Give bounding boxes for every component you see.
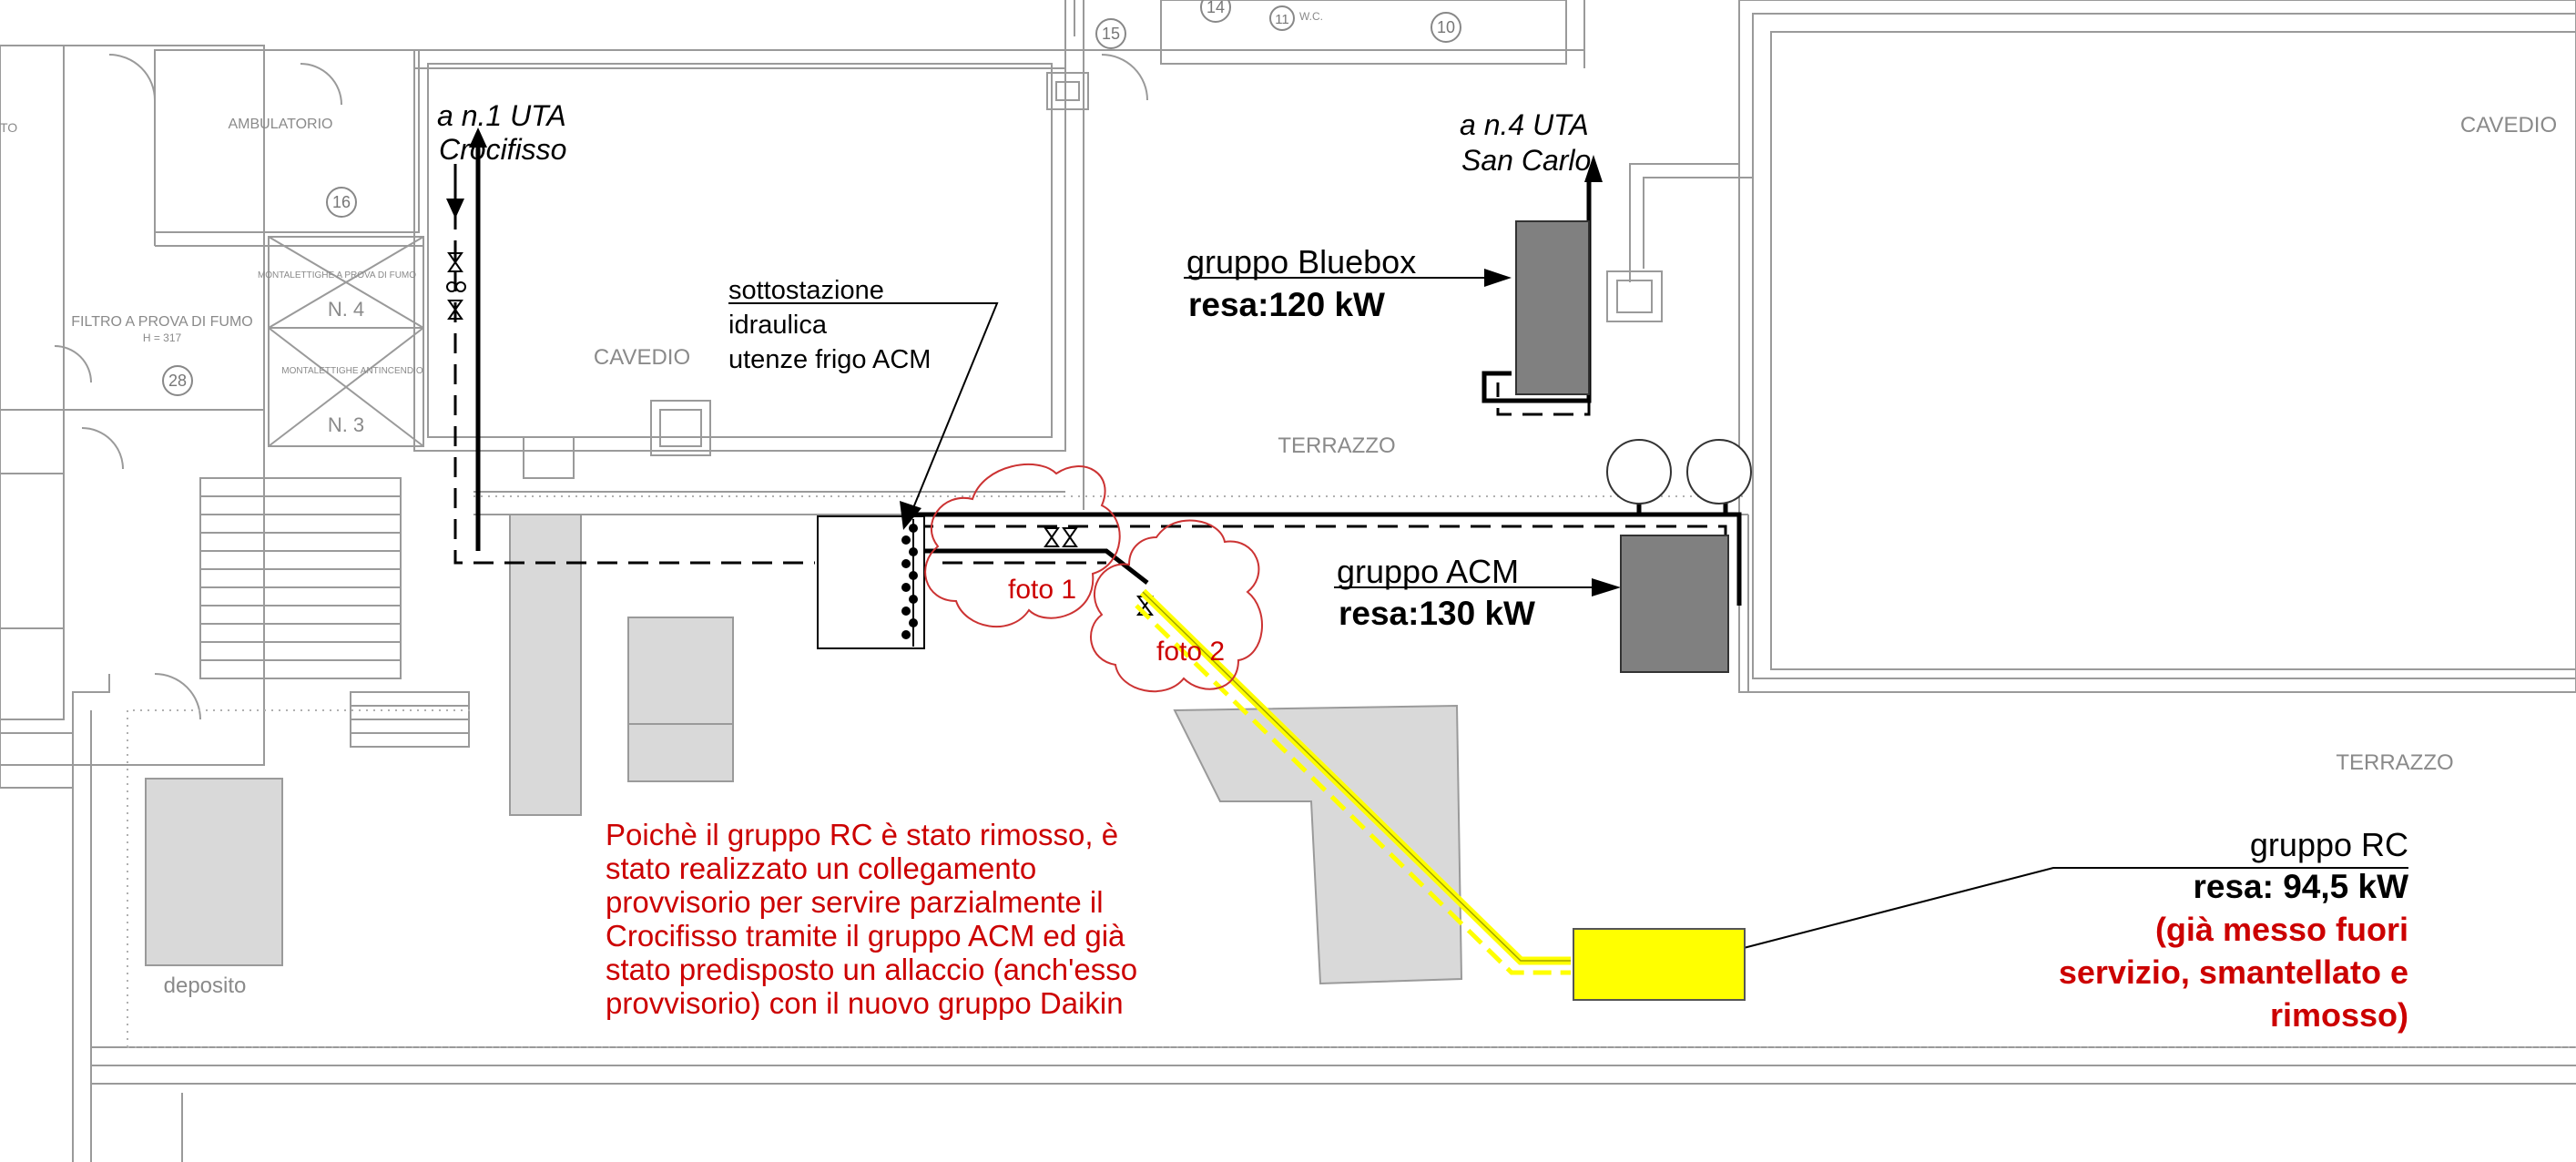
room-montalettighe-b: MONTALETTIGHE ANTINCENDIO [281,366,423,376]
room-cavedio-2: CAVEDIO [2460,113,2557,138]
room-montalettighe-a: MONTALETTIGHE A PROVA DI FUMO [258,270,416,280]
room-number: 15 [1102,25,1120,43]
arrow-right [1484,269,1512,287]
bluebox-resa: resa:120 kW [1188,286,1385,323]
pipe-provisional [1135,588,1571,975]
acm-resa: resa:130 kW [1339,595,1535,632]
sottostazione-label-2: idraulica [728,311,828,340]
note-line-4: Crocifisso tramite il gruppo ACM ed già [606,919,1125,953]
room-deposito: deposito [164,973,247,998]
room-cavedio-1: CAVEDIO [594,345,690,370]
uta4-label-2: San Carlo [1461,144,1591,177]
sottostazione-arrow [900,501,921,530]
deposito-block [145,778,283,966]
arrow-right [1592,578,1621,596]
equipment-blocks [145,514,1463,985]
note-line-2: stato realizzato un collegamento [606,851,1036,885]
rc-unit [1573,928,1746,1001]
note-line-1: Poichè il gruppo RC è stato rimosso, è [606,818,1118,851]
note-line-3: provvisorio per servire parzialmente il [606,885,1104,919]
sottostazione-label-3: utenze frigo ACM [728,345,931,374]
room-filtro: FILTRO A PROVA DI FUMO [71,314,252,330]
room-number: 11 [1275,12,1289,27]
foto1-cloud [924,463,1121,627]
room-filtro-h: H = 317 [143,331,182,344]
arrow-up [1584,155,1603,182]
sottostazione-label-1: sottostazione [728,276,884,305]
note-line-5: stato predisposto un allaccio (anch'esso [606,953,1137,986]
room-labels: AMBULATORIO FILTRO A PROVA DI FUMO H = 3… [0,10,2557,998]
room-number-circle [1431,12,1461,43]
room-terrazzo-1: TERRAZZO [1278,433,1395,458]
sottostazione-leader [728,302,999,515]
note-line-6: provvisorio) con il nuovo gruppo Daikin [606,986,1124,1020]
foto2-label: foto 2 [1156,637,1225,667]
room-to: TO [0,120,17,135]
rc-resa: resa: 94,5 kW [2193,868,2408,905]
bluebox-unit [1515,220,1590,395]
room-wc: W.C. [1299,10,1323,23]
room-number-circle [326,187,357,218]
room-number: 16 [332,193,351,211]
rc-name: gruppo RC [2250,826,2408,863]
uta1-label-1: a n.1 UTA [437,99,566,132]
room-number-circle [162,365,193,396]
room-number-circle [1269,5,1295,31]
room-terrazzo-2: TERRAZZO [2336,750,2453,775]
pipe-supply [475,141,1742,606]
room-numbers [162,0,1461,396]
room-n4: N. 4 [328,298,364,321]
rc-status-2: servizio, smantellato e [2059,953,2408,991]
foto1-label: foto 1 [1008,575,1076,605]
rc-status-3: rimosso) [2270,996,2408,1034]
acm-tank-1 [1606,439,1672,505]
room-number: 10 [1437,18,1455,36]
unit-block-3 [1173,704,1463,985]
room-number: 14 [1207,0,1225,16]
rc-leader [1711,867,2408,957]
acm-tank-2 [1686,439,1752,505]
bluebox-name: gruppo Bluebox [1186,243,1416,280]
uta4-label-1: a n.4 UTA [1460,108,1589,141]
uta1-label-2: Crocifisso [439,133,566,166]
terrace-boundary [127,495,2576,1048]
acm-name: gruppo ACM [1337,553,1519,590]
room-n3: N. 3 [328,413,364,436]
room-number-circle [1200,0,1231,23]
unit-block-2 [627,617,734,782]
room-ambulatorio: AMBULATORIO [229,117,333,132]
acm-unit [1620,535,1729,673]
rc-status-1: (già messo fuori [2155,911,2408,948]
room-number-circle [1095,18,1126,49]
foto2-cloud [1090,519,1263,693]
room-number: 28 [168,372,187,390]
room-number-labels: 16 28 15 14 11 10 [168,0,1455,390]
arrow-up [469,127,487,148]
unit-block-1 [509,514,582,816]
annotations: a n.1 UTA Crocifisso a n.4 UTA San Carlo… [437,99,2408,1034]
